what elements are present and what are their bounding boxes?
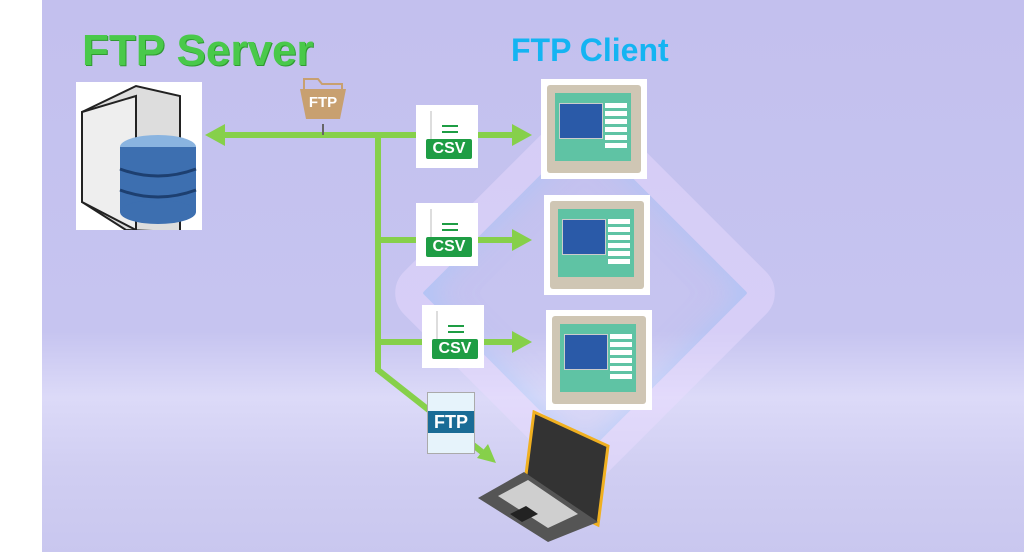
csv-file-icon: CSV — [416, 105, 478, 168]
ftp-folder-icon: FTP — [300, 73, 346, 123]
arrow-head — [477, 444, 496, 463]
hmi-panel-icon — [541, 79, 647, 179]
folder-label: FTP — [308, 94, 338, 111]
ftp-client-title: FTP Client — [511, 32, 669, 68]
server-database-icon — [76, 82, 202, 230]
hmi-panel-icon — [546, 310, 652, 410]
ftp-file-icon: FTP — [427, 392, 475, 454]
arrow-head — [512, 331, 532, 353]
csv-file-icon: CSV — [422, 305, 484, 368]
arrow-head — [512, 229, 532, 251]
csv-file-icon: CSV — [416, 203, 478, 266]
csv-label: CSV — [432, 339, 478, 359]
csv-label: CSV — [426, 139, 472, 159]
csv-label: CSV — [426, 237, 472, 257]
arrow-head — [205, 124, 225, 146]
ftp-server-title: FTP Server — [82, 26, 314, 75]
laptop-icon — [478, 410, 612, 542]
hmi-panel-icon — [544, 195, 650, 295]
arrow-head — [512, 124, 532, 146]
ftp-file-label: FTP — [428, 411, 474, 433]
